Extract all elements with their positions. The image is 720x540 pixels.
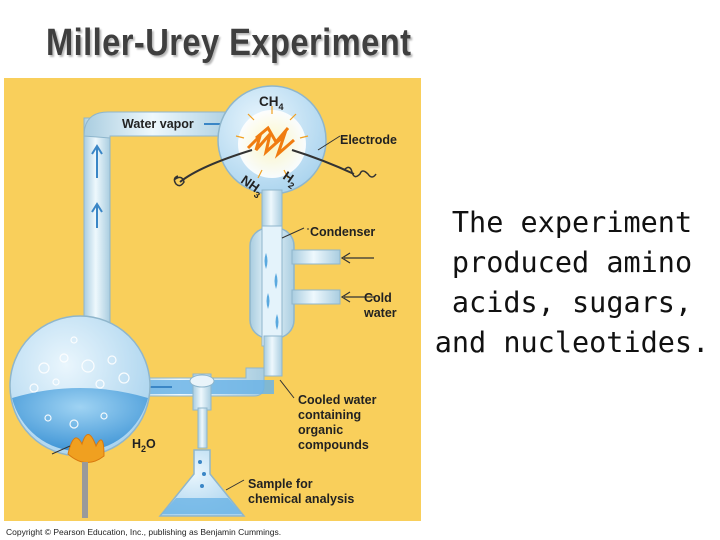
label-sample-1: Sample for [248, 477, 313, 491]
miller-urey-apparatus-diagram: Water vapor CH4 NH3 H2 Electrode Condens… [4, 78, 421, 521]
leader-lines [225, 135, 341, 491]
label-electrode: Electrode [340, 133, 397, 147]
left-electrode-coil [173, 175, 185, 187]
cold-water-arrow-2 [340, 291, 374, 303]
water-vapor-tube [83, 111, 237, 139]
sample-drips [198, 460, 206, 488]
label-cooled-water-4: compounds [298, 438, 369, 452]
condenser-inner-tube [261, 225, 283, 347]
caption-line-3: acids, sugars, [451, 286, 693, 319]
slide-title: Miller-Urey Experiment [46, 22, 412, 64]
electric-spark [246, 125, 295, 159]
stopcock-knob [189, 374, 215, 388]
flow-arrow-up-2 [91, 144, 103, 178]
boiling-water [12, 388, 148, 452]
label-cold-water-1: Cold [364, 291, 392, 305]
label-ch4: CH4 [259, 94, 284, 112]
caption-line-2: produced amino [451, 246, 693, 279]
cold-water-inlet-upper [291, 249, 341, 265]
flask-neck [261, 189, 283, 231]
boiling-bubbles [29, 336, 130, 429]
label-cold-water-2: water [363, 306, 397, 320]
label-h2o: H2O [132, 437, 156, 454]
caption-line-4: and nucleotides. [434, 326, 710, 359]
condenser-outlet-tube [263, 335, 283, 377]
spark-glow [238, 110, 306, 178]
cold-water-arrow-1 [340, 252, 374, 264]
stopcock-stem [197, 407, 208, 449]
label-condenser: Condenser [310, 225, 375, 239]
caption-line-1: The experiment [451, 206, 693, 239]
label-cooled-water-1: Cooled water [298, 393, 377, 407]
copyright-notice: Copyright © Pearson Education, Inc., pub… [6, 527, 282, 537]
spark-rays [235, 106, 309, 179]
flow-arrow-up-1 [91, 202, 103, 228]
condensation-drips [264, 253, 279, 330]
right-electrode [291, 149, 355, 175]
burner-stand [82, 462, 88, 518]
burner-flame [67, 434, 105, 463]
label-cooled-water-3: organic [298, 423, 343, 437]
sample-liquid [162, 498, 242, 514]
cold-water-inlet-lower [291, 289, 341, 305]
label-sample-2: chemical analysis [248, 492, 354, 506]
heat-arrow [51, 445, 71, 455]
left-electrode [179, 149, 253, 183]
caption-text: The experiment produced amino acids, sug… [431, 203, 713, 363]
label-water-vapor: Water vapor [122, 117, 194, 131]
label-cooled-water-2: containing [298, 408, 361, 422]
right-electrode-coil [343, 166, 377, 178]
